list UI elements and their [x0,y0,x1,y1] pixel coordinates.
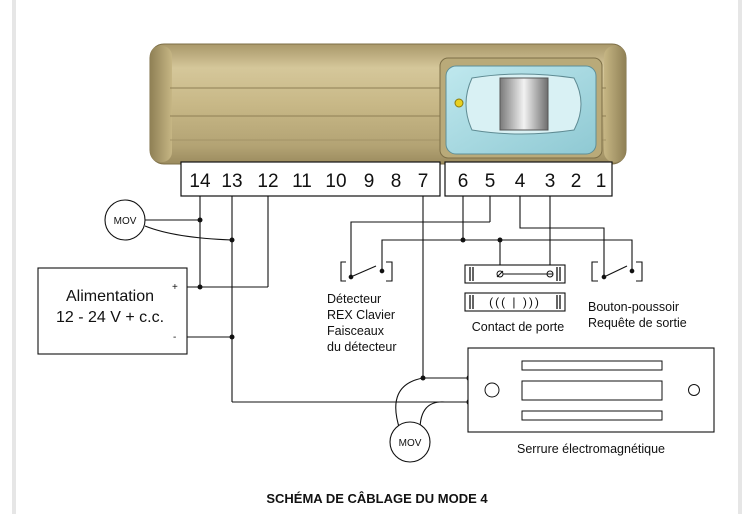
power-supply: Alimentation 12 - 24 V + c.c. + - [37,267,188,355]
exit-button-switch [591,261,643,282]
terminal-3: 3 [545,171,556,192]
terminal-5: 5 [485,171,496,192]
right-border [738,0,742,514]
left-border [12,0,16,514]
magnetic-lock-label: Serrure électromagnétique [517,442,665,456]
power-supply-voltage: 12 - 24 V + c.c. [56,309,164,326]
detector-label-2: REX Clavier [327,308,395,322]
exit-button-label-2: Requête de sortie [588,316,687,330]
reader-right-cap [604,46,626,162]
magnet-symbol: ((( | ))) [489,295,541,309]
diagram-caption: SCHÉMA DE CÂBLAGE DU MODE 4 [266,491,488,506]
reader-left-cap [150,46,172,162]
terminal-1: 1 [596,171,607,192]
detector-label-1: Détecteur [327,292,381,306]
terminal-10: 10 [325,171,346,192]
terminal-11: 11 [292,171,312,192]
terminal-6: 6 [458,171,469,192]
terminal-14: 14 [189,171,211,192]
door-contact-label: Contact de porte [472,320,564,334]
magnetic-lock: Serrure électromagnétique [467,347,715,456]
terminal-4: 4 [515,171,526,192]
door-contact: ((( | ))) Contact de porte [464,264,566,334]
terminal-block-right [444,161,613,197]
terminal-9: 9 [364,171,375,192]
wires [144,196,633,431]
mov-bottom: MOV [389,421,431,463]
terminal-block-left [180,161,441,197]
detector-label-3: Faisceaux [327,324,385,338]
power-minus-sign: - [173,332,176,343]
terminal-7: 7 [418,171,429,192]
mov-top-label: MOV [114,216,137,227]
mov-top: MOV [104,199,146,241]
power-plus-sign: + [172,282,178,293]
terminal-12: 12 [257,171,278,192]
reader-device [149,43,627,165]
detector-label-4: du détecteur [327,340,397,354]
mov-bottom-label: MOV [399,438,422,449]
exit-button-label-1: Bouton-poussoir [588,300,679,314]
reader-led [454,98,464,108]
terminal-8: 8 [391,171,402,192]
terminal-13: 13 [221,171,242,192]
detector-switch [340,261,393,282]
terminal-2: 2 [571,171,582,192]
reader-lens [499,77,549,131]
power-supply-title: Alimentation [66,288,154,305]
